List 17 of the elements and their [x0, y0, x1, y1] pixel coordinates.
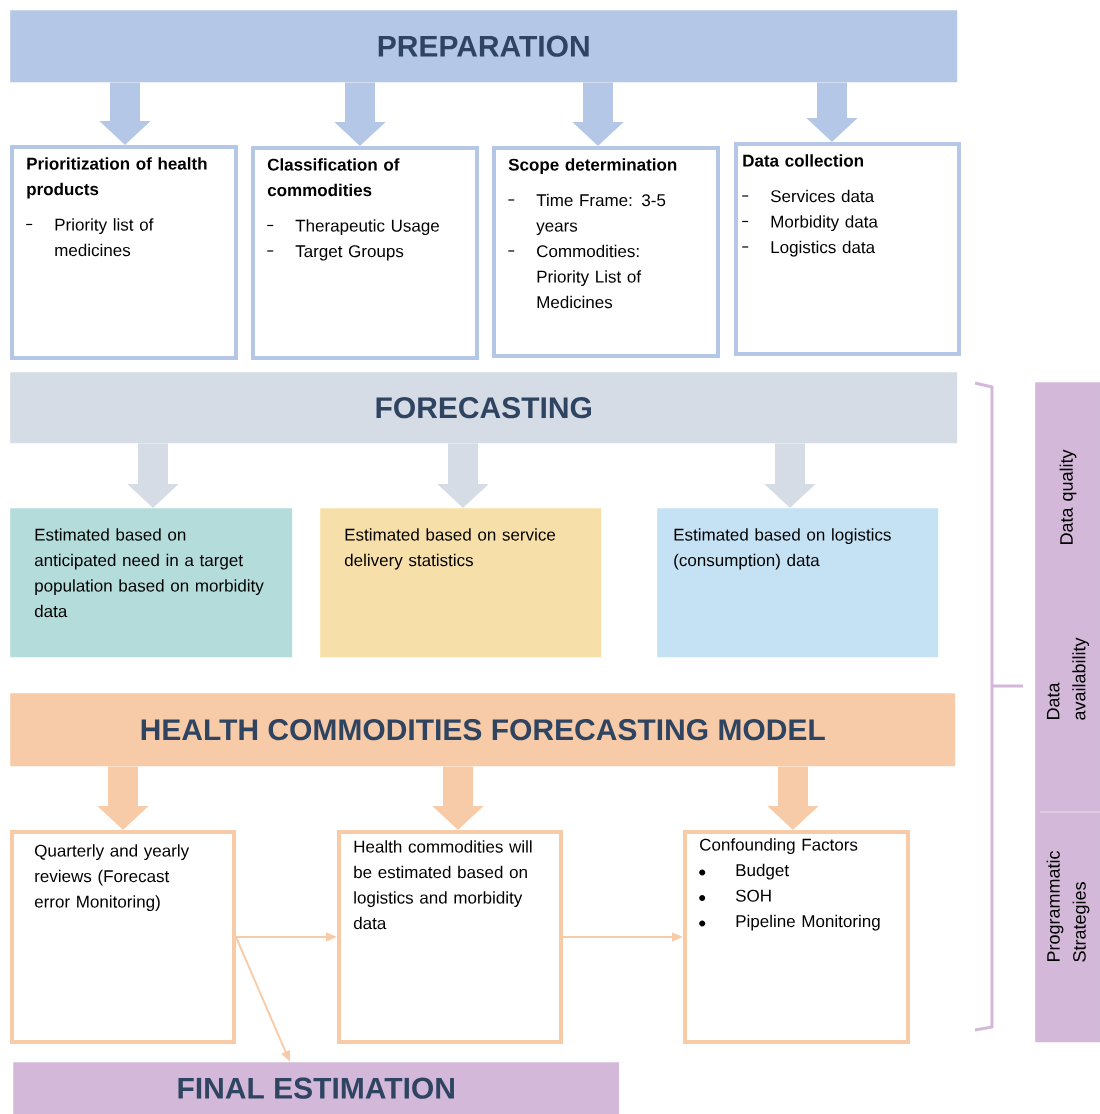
title-band: HEALTH COMMODITIES FORECASTING MODEL — [10, 693, 956, 767]
title-band: FINAL ESTIMATION — [13, 1062, 620, 1114]
text-box: Classification of commodities Therapeutic Usage Target Groups — [251, 146, 479, 360]
panel-label: Data quality — [1059, 449, 1077, 545]
text-box: Estimated based on anticipated need in a target population based on morbidity data — [10, 508, 293, 658]
text-box: Estimated based on logistics (consumption) data — [657, 508, 939, 658]
text-box: Estimated based on service delivery statistics — [320, 508, 602, 658]
title-band: PREPARATION — [10, 10, 958, 83]
text-box: Health commodities will be estimated based on logistics and morbidity data — [337, 830, 563, 1044]
text-box: Prioritization of health products Priority list of medicines — [10, 145, 238, 360]
text-box: Confounding Factors Budget SOH Pipeline Monitoring — [683, 830, 910, 1044]
title-band: FORECASTING — [10, 372, 958, 444]
panel-label: Data availability — [1046, 637, 1090, 720]
panel-label: Programmatic Strategies — [1046, 850, 1090, 962]
text-box: Data collection Services data Morbidity data Logistics data — [734, 142, 961, 356]
text-box: Quarterly and yearly reviews (Forecast error Monitoring) — [10, 830, 236, 1044]
text-box: Scope determination Time Frame: 3-5 years Commodities: Priority List of Medicines — [492, 146, 720, 358]
